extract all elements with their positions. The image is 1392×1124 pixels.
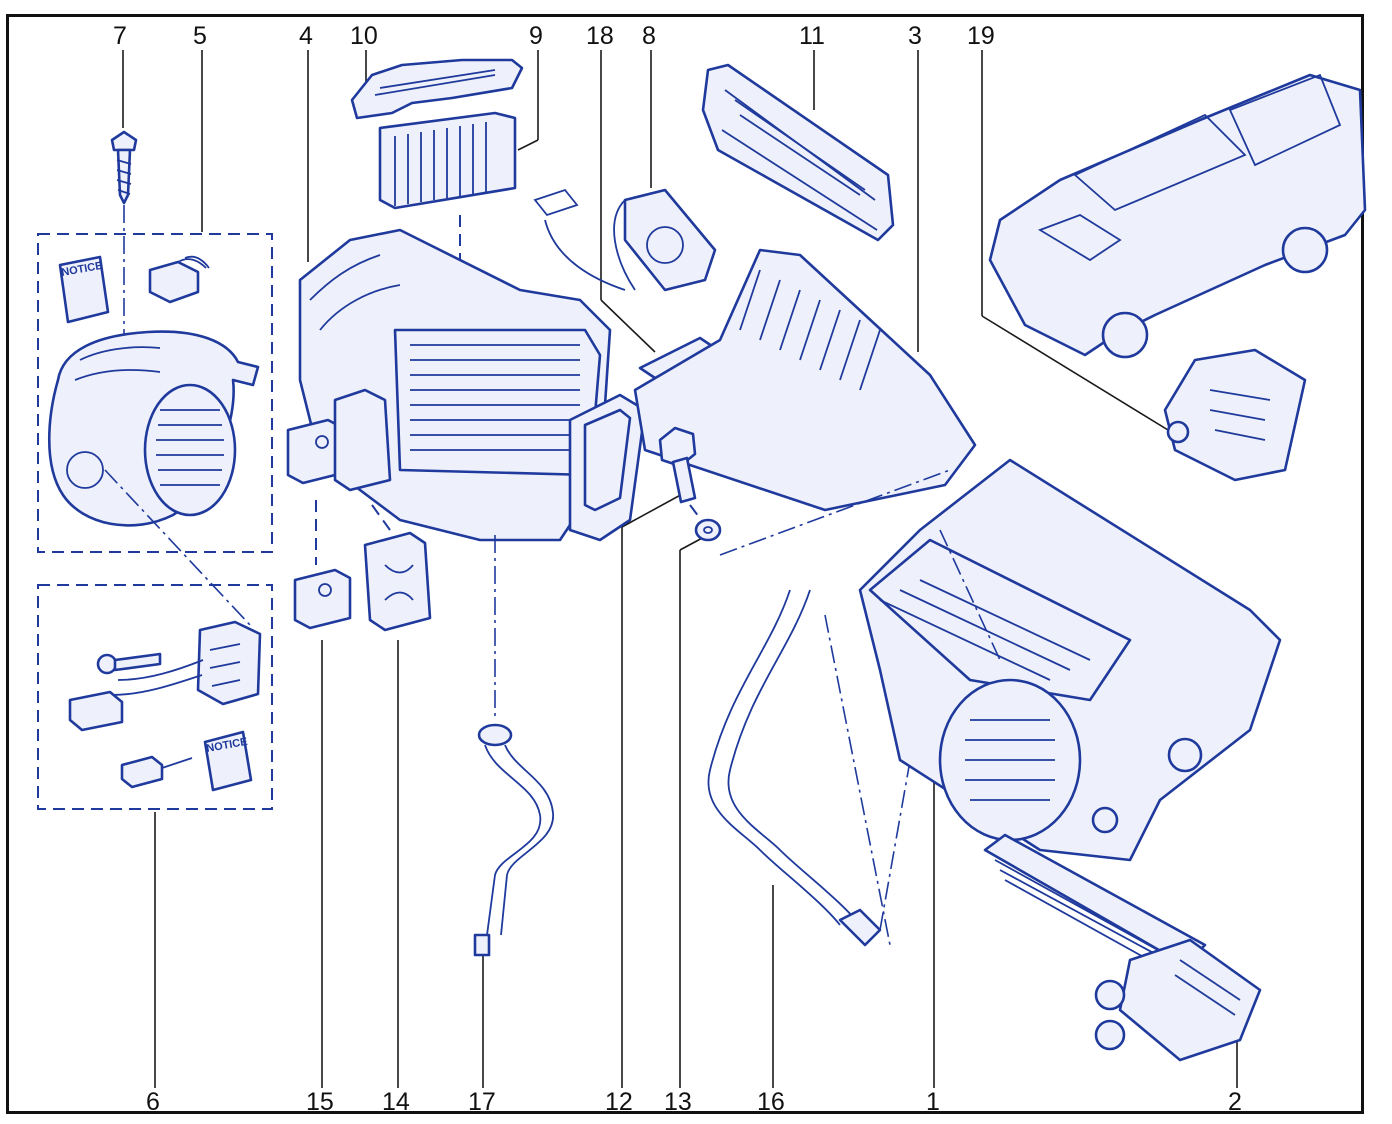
leader-lines — [122, 50, 1238, 1088]
label-10: 10 — [350, 22, 378, 50]
label-9: 9 — [529, 22, 543, 50]
blower-icon: NOTICE — [47, 255, 260, 527]
label-16: 16 — [757, 1088, 785, 1116]
label-8: 8 — [642, 22, 656, 50]
label-5: 5 — [193, 22, 207, 50]
label-14: 14 — [382, 1088, 410, 1116]
label-7: 7 — [113, 22, 127, 50]
blower-kit-box — [37, 233, 273, 553]
bolt-icon — [658, 426, 706, 526]
hose-icon — [473, 535, 554, 957]
label-18: 18 — [586, 22, 614, 50]
radiator-icon — [983, 833, 1262, 1062]
module-icon — [1163, 348, 1307, 482]
label-15: 15 — [306, 1088, 334, 1116]
label-1: 1 — [926, 1088, 940, 1116]
seal-icon — [333, 388, 432, 632]
label-19: 19 — [967, 22, 995, 50]
label-13: 13 — [664, 1088, 692, 1116]
screw-icon — [110, 130, 138, 340]
resistor-kit-box — [37, 584, 273, 810]
washer-icon — [694, 518, 722, 542]
cover-icon — [350, 58, 524, 120]
actuator-icon — [533, 188, 717, 292]
resistor-icon: NOTICE — [68, 469, 262, 792]
label-17: 17 — [468, 1088, 496, 1116]
diagram-frame — [6, 14, 1364, 1114]
label-12: 12 — [605, 1088, 633, 1116]
label-11: 11 — [799, 22, 825, 50]
grille-icon — [701, 63, 895, 242]
label-4: 4 — [299, 22, 313, 50]
label-3: 3 — [908, 22, 922, 50]
part-number-labels: 7 5 4 10 9 18 8 11 3 19 6 15 14 17 12 13… — [113, 22, 1242, 1116]
pipe-icon — [707, 589, 936, 947]
label-2: 2 — [1228, 1088, 1242, 1116]
housing-icon — [858, 458, 1282, 862]
van-icon — [988, 73, 1367, 359]
label-6: 6 — [146, 1088, 160, 1116]
cover-icon-3 — [633, 248, 977, 556]
filter-icon — [378, 111, 517, 320]
valve-icon — [286, 418, 352, 630]
